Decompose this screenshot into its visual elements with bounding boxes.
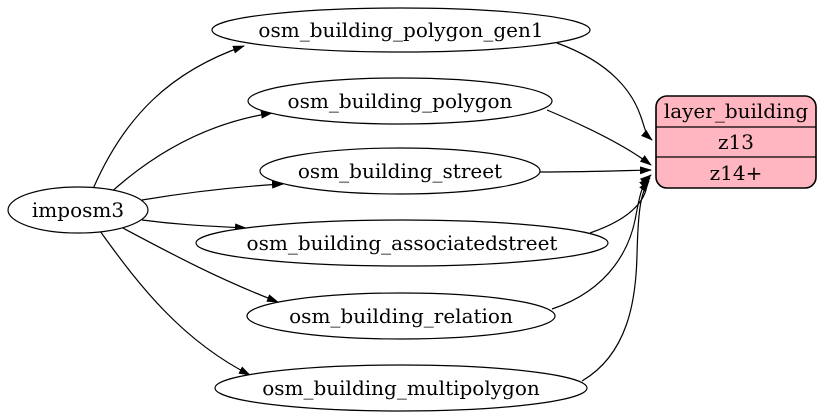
multipolygon-label: osm_building_multipolygon — [262, 376, 540, 400]
node-osm-building-relation: osm_building_relation — [246, 292, 556, 340]
polygon-gen1-ellipse — [211, 7, 591, 53]
layer-building-box — [655, 95, 817, 189]
edge-imposm3-to-polygon — [107, 110, 273, 196]
edge-multipolygon-to-z14 — [581, 180, 650, 382]
layer-building-row-z14: z14+ — [710, 161, 763, 185]
edge-imposm3-to-polygon-gen1 — [92, 45, 245, 190]
edge-street-to-z14 — [539, 166, 652, 175]
layer-building-title: layer_building — [664, 99, 809, 123]
multipolygon-ellipse — [214, 364, 588, 412]
relation-label: osm_building_relation — [289, 304, 513, 328]
edge-associatedstreet-to-z14 — [589, 174, 652, 234]
node-imposm3: imposm3 — [7, 186, 149, 234]
street-label: osm_building_street — [298, 159, 502, 183]
edge-imposm3-to-relation — [120, 226, 279, 303]
relation-ellipse — [246, 292, 556, 340]
layer-building-row-z13: z13 — [718, 130, 754, 154]
node-osm-building-polygon-gen1: osm_building_polygon_gen1 — [211, 7, 591, 53]
edges-from-source — [92, 45, 284, 376]
associatedstreet-ellipse — [195, 219, 609, 267]
polygon-label: osm_building_polygon — [288, 89, 513, 113]
polygon-gen1-label: osm_building_polygon_gen1 — [258, 18, 543, 42]
street-ellipse — [259, 147, 541, 195]
imposm3-ellipse — [7, 186, 149, 234]
node-osm-building-street: osm_building_street — [259, 147, 541, 195]
edge-polygon-to-z14 — [546, 109, 652, 166]
polygon-ellipse — [247, 77, 553, 125]
edge-polygon-gen1-to-z13 — [556, 42, 653, 141]
edge-imposm3-to-street — [141, 180, 284, 201]
node-layer-building: layer_building z13 z14+ — [655, 95, 817, 189]
imposm3-label: imposm3 — [32, 198, 124, 222]
edge-imposm3-to-associatedstreet — [141, 219, 247, 232]
node-osm-building-polygon: osm_building_polygon — [247, 77, 553, 125]
edges-to-layer — [539, 42, 653, 382]
node-osm-building-associatedstreet: osm_building_associatedstreet — [195, 219, 609, 267]
node-osm-building-multipolygon: osm_building_multipolygon — [214, 364, 588, 412]
edge-imposm3-to-multipolygon — [99, 230, 251, 376]
associatedstreet-label: osm_building_associatedstreet — [247, 231, 558, 255]
